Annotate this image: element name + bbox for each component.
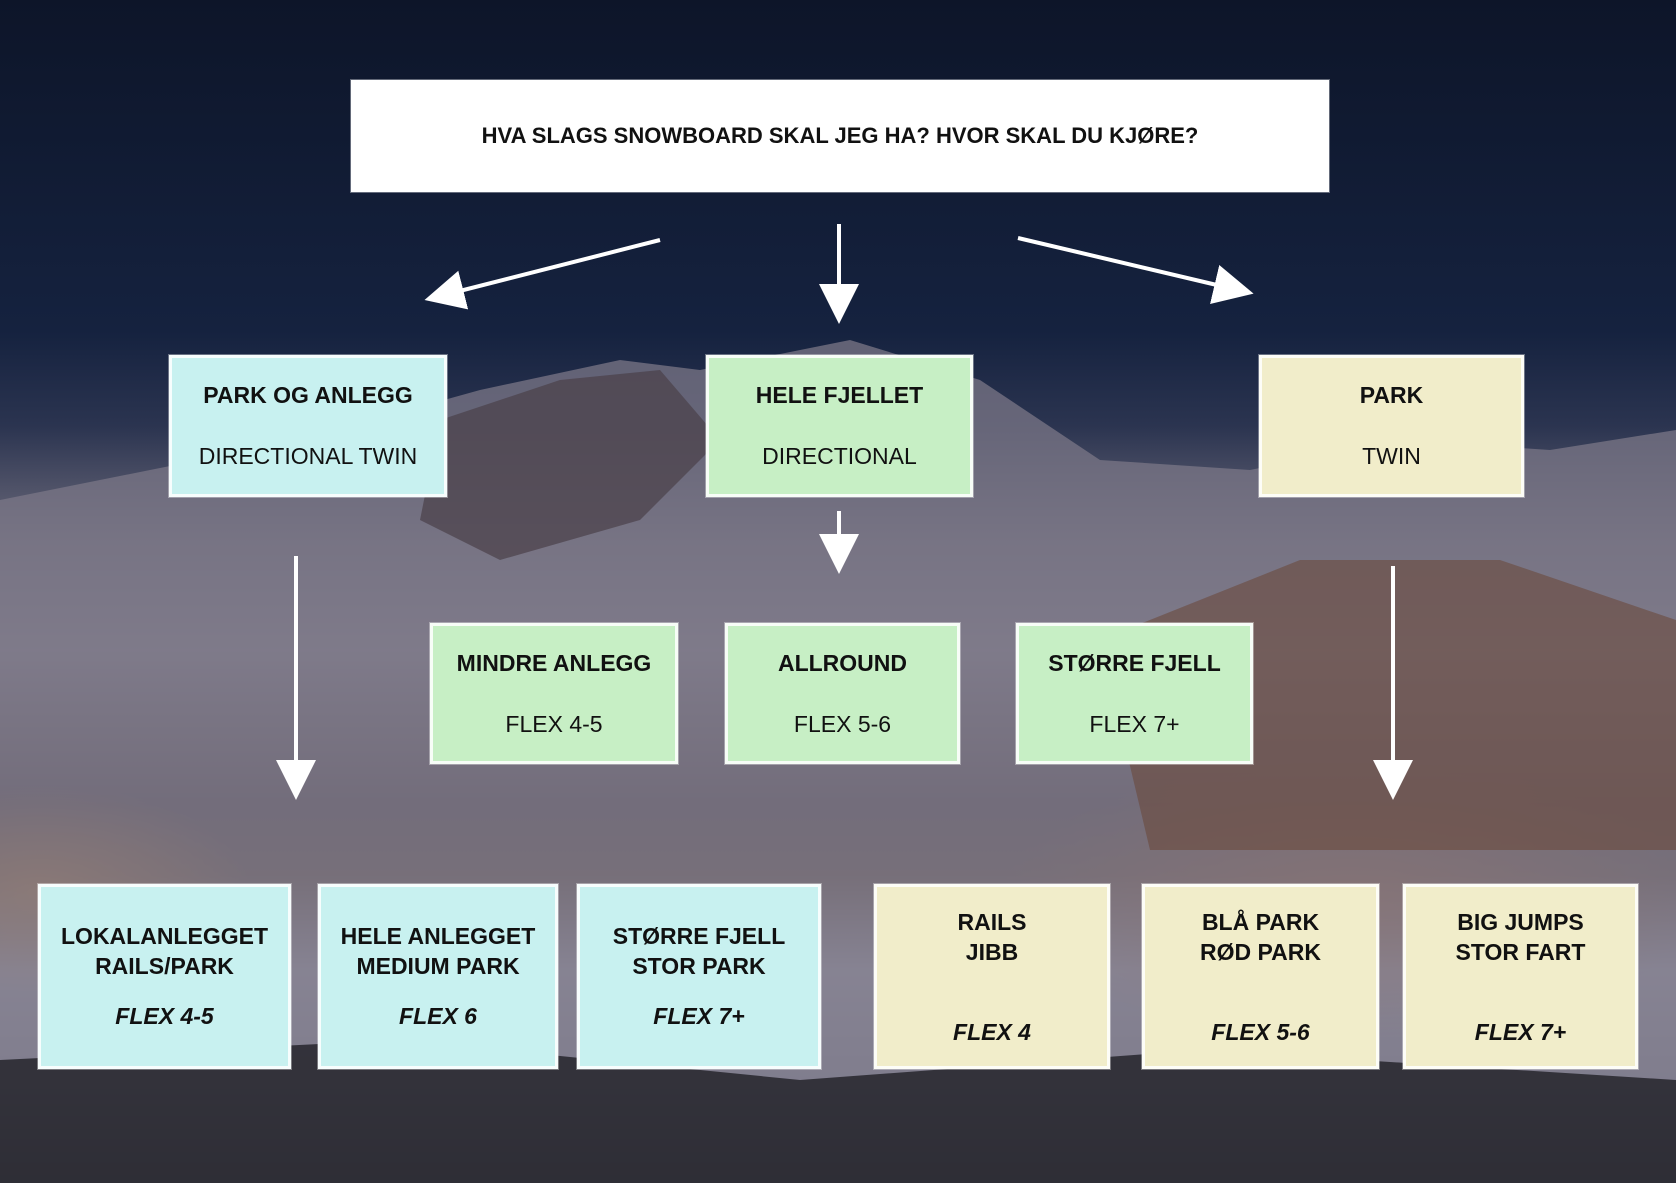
title-text: HVA SLAGS SNOWBOARD SKAL JEG HA? HVOR SK… [481,123,1199,148]
box-line1: RAILS [957,909,1027,935]
box-lokalanlegget: LOKALANLEGGET RAILS/PARK FLEX 4-5 [38,884,291,1069]
box-flex: FLEX 7+ [1474,1019,1567,1045]
box-line1: BIG JUMPS [1457,909,1584,935]
box-line1: LOKALANLEGGET [61,923,268,949]
box-mindre-anlegg: MINDRE ANLEGG FLEX 4-5 [430,623,678,764]
box-line1: HELE ANLEGGET [340,923,536,949]
box-sub: FLEX 5-6 [793,710,892,737]
box-line2: STOR FART [1455,939,1586,965]
box-allround: ALLROUND FLEX 5-6 [725,623,960,764]
box-sub: FLEX 7+ [1089,710,1180,737]
title-box: HVA SLAGS SNOWBOARD SKAL JEG HA? HVOR SK… [351,80,1329,192]
box-flex: FLEX 4-5 [115,1003,214,1029]
box-flex: FLEX 6 [399,1003,477,1029]
box-flex: FLEX 7+ [653,1003,745,1029]
box-sub: DIRECTIONAL [762,443,917,469]
box-hele-fjellet: HELE FJELLET DIRECTIONAL [706,355,973,497]
box-flex: FLEX 4 [953,1019,1031,1045]
box-heading: PARK [1359,382,1424,408]
box-flex: FLEX 5-6 [1211,1019,1310,1045]
box-heading: STØRRE FJELL [1048,649,1221,676]
arrow-to-park [1017,236,1254,304]
box-sub: FLEX 4-5 [505,710,603,737]
box-park: PARK TWIN [1259,355,1524,497]
box-park-og-anlegg: PARK OG ANLEGG DIRECTIONAL TWIN [169,355,447,497]
box-big-jumps: BIG JUMPS STOR FART FLEX 7+ [1403,884,1638,1069]
box-hele-anlegget: HELE ANLEGGET MEDIUM PARK FLEX 6 [318,884,558,1069]
box-bla-rod-park: BLÅ PARK RØD PARK FLEX 5-6 [1142,884,1379,1069]
box-line2: STOR PARK [632,953,766,979]
box-heading: PARK OG ANLEGG [203,382,413,408]
box-line1: STØRRE FJELL [612,923,786,949]
box-line2: RØD PARK [1200,939,1321,965]
box-rails-jibb: RAILS JIBB FLEX 4 [874,884,1110,1069]
box-heading: ALLROUND [777,649,908,676]
box-sub: TWIN [1362,443,1421,469]
box-line2: JIBB [965,939,1019,965]
box-heading: HELE FJELLET [755,382,924,408]
box-line2: RAILS/PARK [95,953,234,979]
box-storre-fjell: STØRRE FJELL FLEX 7+ [1016,623,1253,764]
box-storre-fjell-stor-park: STØRRE FJELL STOR PARK FLEX 7+ [577,884,821,1069]
box-sub: DIRECTIONAL TWIN [198,443,418,469]
box-line2: MEDIUM PARK [356,953,520,979]
arrow-to-park-og-anlegg [424,238,661,310]
box-heading: MINDRE ANLEGG [456,649,652,676]
box-line1: BLÅ PARK [1201,909,1320,935]
